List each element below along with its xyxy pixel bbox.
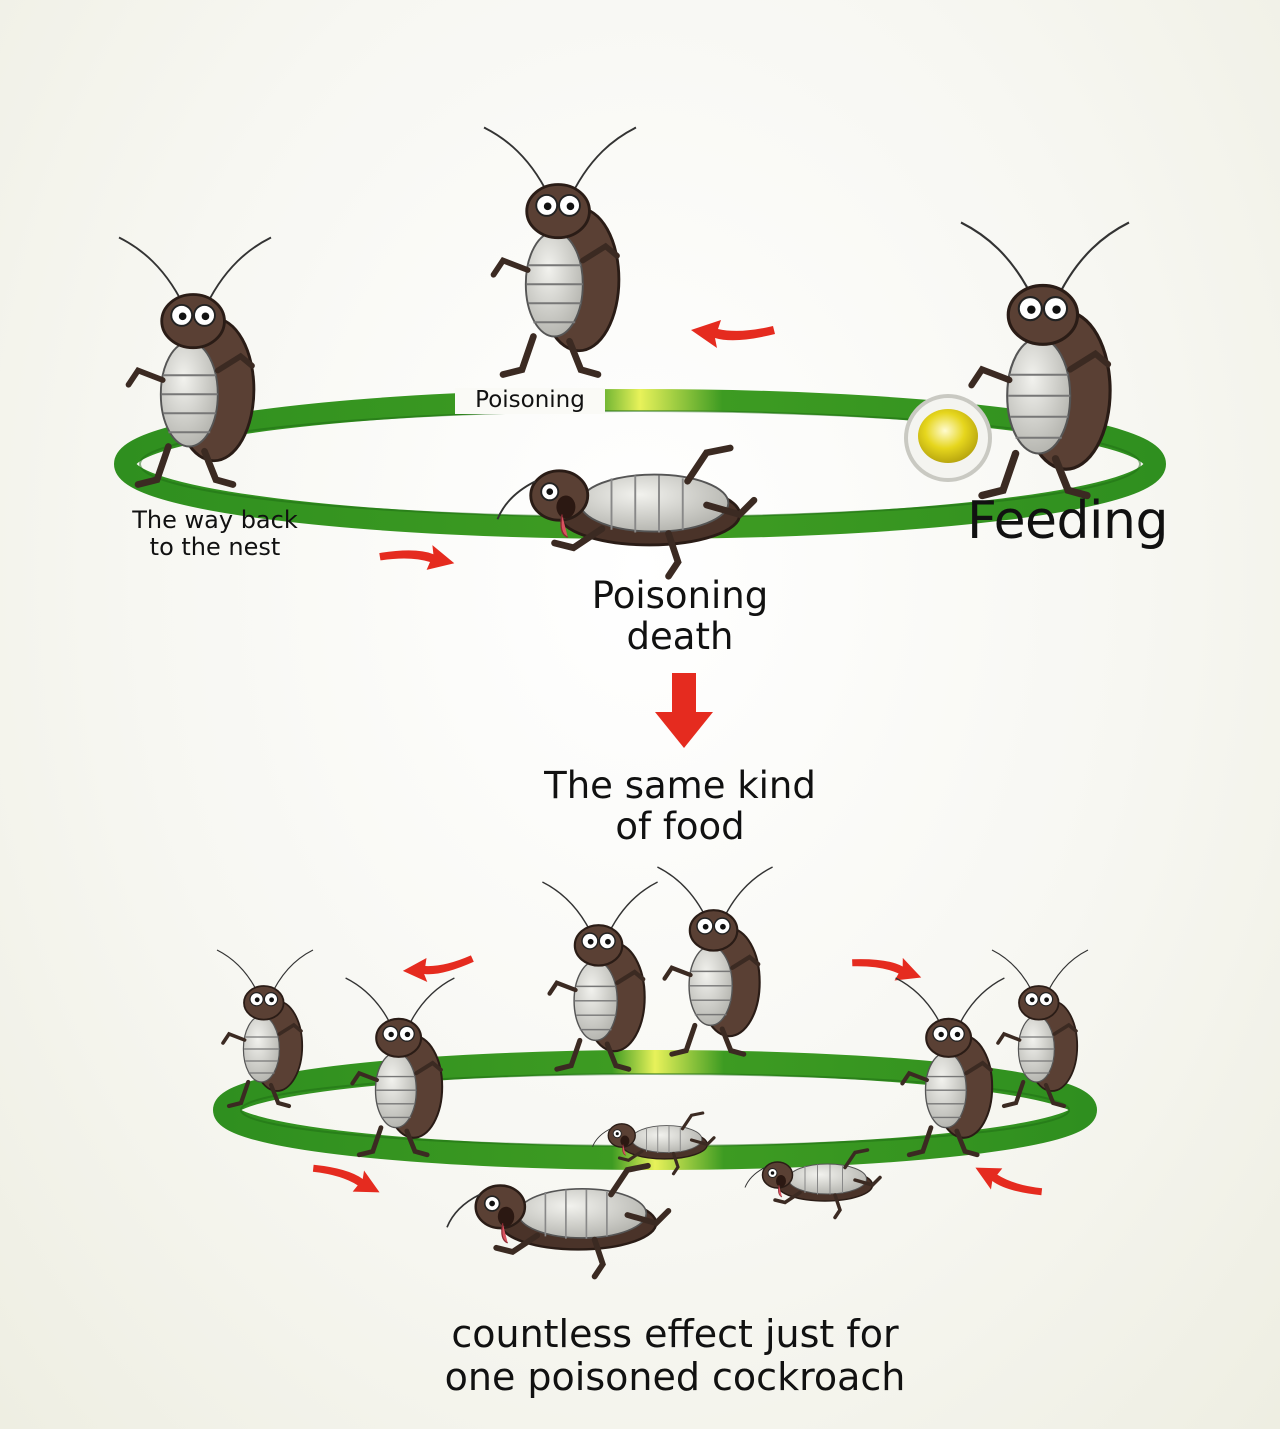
bait-gel-icon: [904, 394, 992, 482]
arrow-top-right: [691, 320, 775, 348]
cockroach-icon: [447, 1166, 668, 1277]
arrow-bottom-left: [378, 540, 456, 573]
cockroach-icon: [498, 448, 755, 576]
way-back-label: The way back to the nest: [132, 506, 298, 561]
arrow-upper-left: [401, 950, 476, 986]
arrow-lower-left: [309, 1153, 385, 1201]
cockroach-icon: [484, 127, 636, 374]
effect-caption: countless effect just for one poisoned c…: [444, 1312, 906, 1399]
cockroach-icon: [542, 882, 657, 1069]
arrow-lower-right: [970, 1159, 1046, 1207]
cockroach-icon: [657, 867, 772, 1054]
poisoning-death-label: Poisoning death: [591, 574, 769, 659]
arrow-upper-right: [849, 947, 925, 986]
red-arrow-icon: [655, 673, 713, 748]
poisoning-label: Poisoning: [455, 387, 605, 414]
same-food-label: The same kind of food: [544, 764, 816, 849]
feeding-label: Feeding: [967, 491, 1168, 551]
